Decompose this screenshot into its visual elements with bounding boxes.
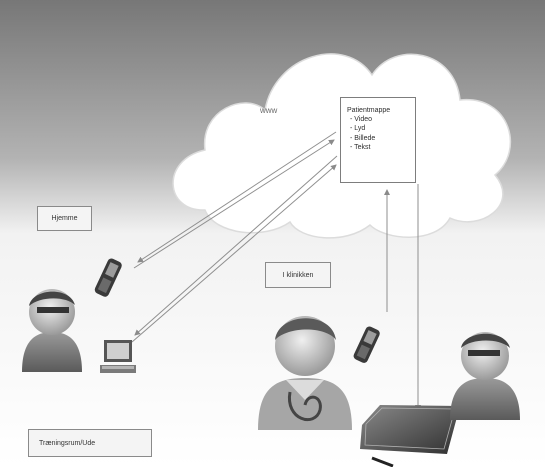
location-training-label: Træningsrum/Ude <box>28 429 152 457</box>
doctor-avatar-icon <box>258 316 352 430</box>
patient-record-title: Patientmappe <box>347 107 391 114</box>
computer-icon <box>100 340 136 373</box>
cloud-label: www <box>260 106 278 115</box>
record-item-video: Video <box>350 115 409 124</box>
tablet-icon <box>360 405 460 467</box>
data-flow-arrows <box>131 131 421 411</box>
location-clinic-label: I klinikken <box>265 262 331 288</box>
patient-avatar-icon <box>22 289 82 372</box>
patient-avatar-icon <box>450 332 520 420</box>
patient-record-box: Patientmappe Video Lyd Billede Tekst <box>340 97 416 183</box>
mobile-phone-icon <box>94 258 122 297</box>
record-item-image: Billede <box>350 134 409 143</box>
record-item-text: Tekst <box>350 143 409 152</box>
patient-record-items: Video Lyd Billede Tekst <box>347 115 409 152</box>
arrow-computer-to-record <box>131 164 337 343</box>
location-home-label: Hjemme <box>37 206 92 231</box>
record-item-sound: Lyd <box>350 124 409 133</box>
arrow-record-to-computer <box>134 155 338 336</box>
arrow-phone-to-record <box>133 139 335 269</box>
arrow-record-to-phone <box>137 131 337 263</box>
mobile-phone-icon <box>353 326 380 363</box>
